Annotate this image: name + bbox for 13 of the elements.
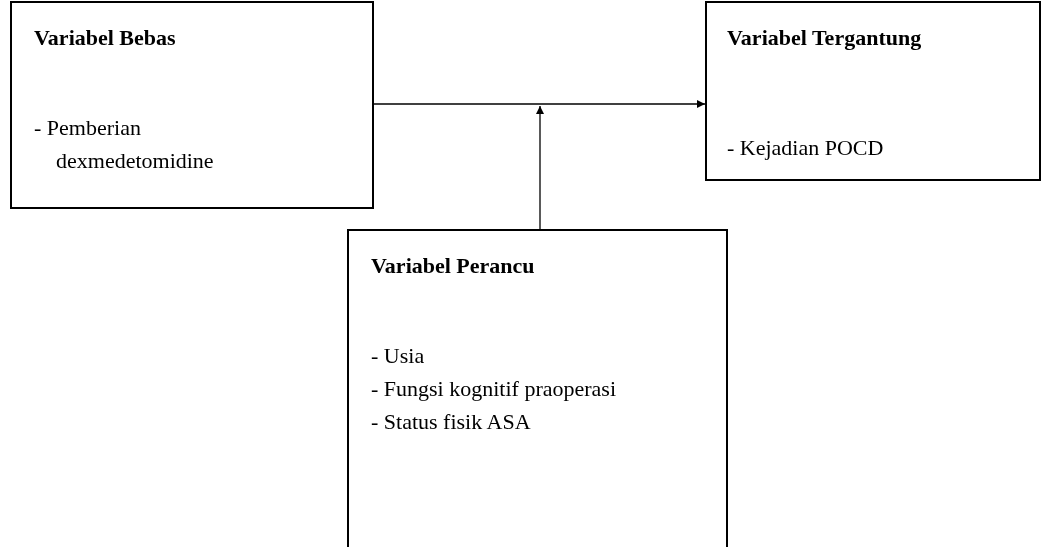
arrow [536,105,544,230]
list-item: - Status fisik ASA [371,408,532,436]
box-heading: Variabel Tergantung [727,24,923,52]
list-item: - Kejadian POCD [727,134,885,162]
variable-box [705,1,1041,181]
list-item: - Usia [371,342,426,370]
box-heading: Variabel Bebas [34,24,177,52]
arrow [373,100,706,108]
variable-box [347,229,728,547]
variable-box [10,1,374,209]
list-item: - Fungsi kognitif praoperasi [371,375,618,403]
box-heading: Variabel Perancu [371,252,536,280]
list-item: - Pemberian dexmedetomidine [34,114,215,175]
